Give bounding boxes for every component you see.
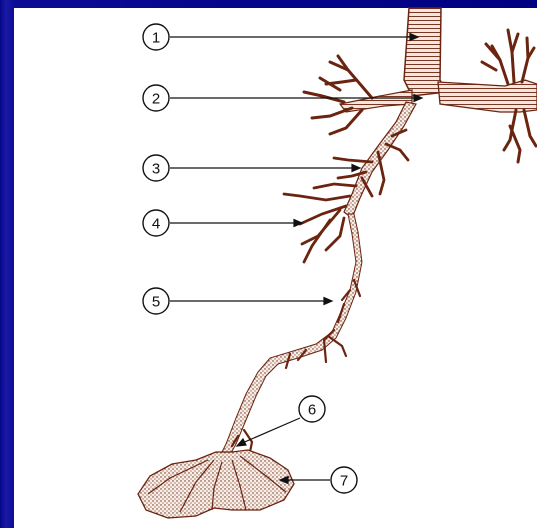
main-bronchus-right — [438, 30, 537, 162]
marker-label-6: 6 — [308, 402, 316, 419]
callout-line-6 — [240, 418, 300, 444]
marker-label-5: 5 — [152, 294, 160, 311]
marker-label-2: 2 — [152, 91, 160, 108]
alveolar-sac — [138, 450, 294, 518]
descending-bronchus — [284, 102, 416, 262]
marker-label-1: 1 — [152, 30, 160, 47]
marker-label-4: 4 — [152, 216, 160, 233]
marker-label-3: 3 — [152, 161, 160, 178]
bronchiole — [218, 214, 362, 462]
marker-label-7: 7 — [340, 473, 348, 490]
